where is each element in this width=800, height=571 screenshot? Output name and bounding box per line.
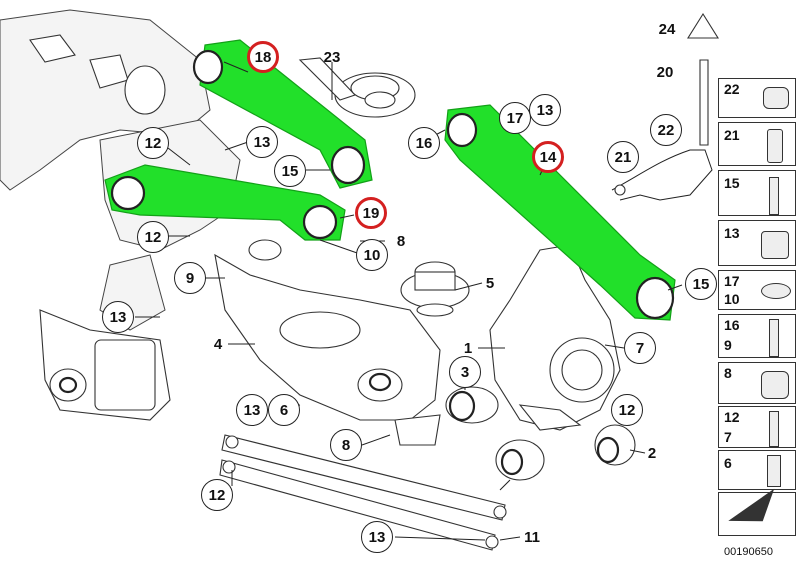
callout-13-d[interactable]: 13 [361,521,393,553]
legend-item-22[interactable]: 22 [718,78,796,118]
callout-14[interactable]: 14 [532,141,564,173]
upper-control-arm-18 [192,39,373,189]
callout-15-a[interactable]: 15 [274,155,306,187]
callout-8-b[interactable]: 8 [330,429,362,461]
wheel-carrier [489,244,621,431]
callout-1[interactable]: 1 [463,339,473,357]
collar-bolt-icon [767,455,781,487]
callout-16[interactable]: 16 [408,127,440,159]
bolt-icon [769,177,779,215]
callout-4[interactable]: 4 [213,335,223,353]
rear-subframe [0,9,241,421]
callout-20[interactable]: 20 [656,63,674,81]
callout-18[interactable]: 18 [247,41,279,73]
legend-number-10: 10 [724,291,740,307]
bushing-2 [495,424,636,481]
spring-pad [400,261,470,317]
arrow-icon [728,488,786,538]
callout-13-a[interactable]: 13 [246,126,278,158]
legend-number-16: 16 [724,317,740,333]
bushing-3 [445,386,499,424]
sleeve-icon [767,129,783,163]
callout-7[interactable]: 7 [624,332,656,364]
callout-2[interactable]: 2 [647,444,657,462]
legend-arrow-cell[interactable] [718,488,796,538]
callout-3[interactable]: 3 [449,356,481,388]
long-bolt-icon [769,319,779,357]
callout-13-b[interactable]: 13 [102,301,134,333]
legend-number-22: 22 [724,81,740,97]
callout-23[interactable]: 23 [323,48,341,66]
callout-17[interactable]: 17 [499,102,531,134]
callout-5[interactable]: 5 [485,274,495,292]
callout-11[interactable]: 11 [524,528,540,546]
callout-22[interactable]: 22 [650,114,682,146]
legend-number-6: 6 [724,455,732,471]
callout-13-e[interactable]: 13 [529,94,561,126]
hex-bolt-icon [769,411,779,447]
callout-12-a[interactable]: 12 [137,127,169,159]
callout-10[interactable]: 10 [356,239,388,271]
clip-icon [763,87,789,109]
callout-19[interactable]: 19 [355,197,387,229]
callout-21[interactable]: 21 [607,141,639,173]
guide-arm-14 [444,104,676,321]
callout-15-b[interactable]: 15 [685,268,717,300]
legend-item-6[interactable]: 6 [718,450,796,490]
callout-24[interactable]: 24 [658,20,676,38]
height-sensor [611,12,719,201]
legend-item-8[interactable]: 8 [718,362,796,404]
leader-lines [135,61,683,541]
callout-12-c[interactable]: 12 [201,479,233,511]
hex-nut-icon [761,231,789,259]
legend-item-15[interactable]: 15 [718,170,796,216]
legend-number-13: 13 [724,225,740,241]
callout-12-d[interactable]: 12 [611,394,643,426]
strut-mount [298,57,416,118]
legend-number-17: 17 [724,273,740,289]
callout-8-a[interactable]: 8 [396,232,406,250]
legend-item-12-7[interactable]: 12 7 [718,406,796,448]
camber-arm-19 [104,164,346,241]
tension-struts [219,434,507,551]
callout-6[interactable]: 6 [268,394,300,426]
legend-item-16-9[interactable]: 16 9 [718,314,796,358]
legend-item-13[interactable]: 13 [718,220,796,266]
washer-icon [761,283,791,299]
diagram-reference-code: 00190650 [724,546,773,558]
callout-13-c[interactable]: 13 [236,394,268,426]
legend-number-7: 7 [724,429,732,445]
legend-number-12: 12 [724,409,740,425]
legend-number-8: 8 [724,365,732,381]
callout-9[interactable]: 9 [174,262,206,294]
lower-control-arm [214,239,441,446]
legend-number-21: 21 [724,127,740,143]
legend-item-21[interactable]: 21 [718,122,796,166]
legend-number-9: 9 [724,337,732,353]
callout-12-b[interactable]: 12 [137,221,169,253]
flange-nut-icon [761,371,789,399]
legend-number-15: 15 [724,175,740,191]
legend-item-17-10[interactable]: 17 10 [718,270,796,310]
